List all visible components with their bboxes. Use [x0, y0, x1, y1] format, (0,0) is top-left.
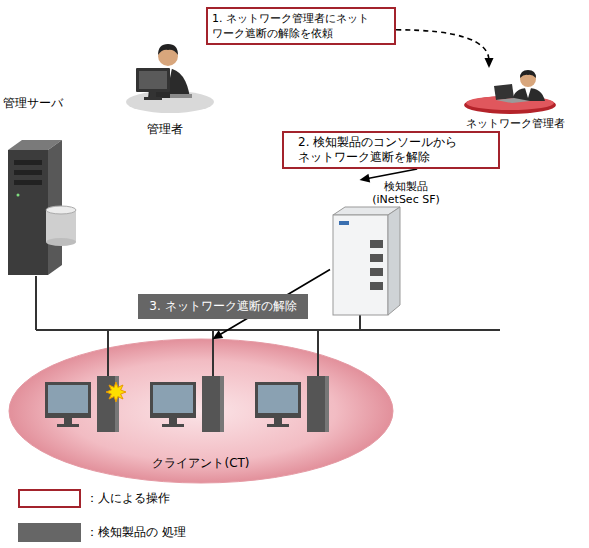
person-label: ネットワーク管理者 — [450, 117, 580, 130]
ellipse-shape — [9, 339, 393, 483]
server-node: 管理サーバ — [3, 96, 85, 280]
alert-burst — [106, 382, 126, 402]
legend-text: ：検知製品の 処理 — [86, 523, 186, 542]
person-node: 管理者 — [110, 38, 220, 136]
connector — [396, 30, 494, 68]
callout-text: 2. 検知製品のコンソールから ネットワーク遮断を解除 — [298, 135, 488, 165]
connector-line — [396, 30, 489, 61]
connector — [212, 269, 330, 339]
legend-sample — [18, 489, 81, 508]
person-node: ネットワーク管理者 — [450, 68, 580, 130]
callout-text: 1. ネットワーク管理者にネット ワーク遮断の解除を依頼 — [212, 11, 390, 41]
callout-box: 1. ネットワーク管理者にネット ワーク遮断の解除を依頼 — [206, 7, 396, 45]
person-label: 管理者 — [110, 122, 220, 136]
appliance-illustration — [333, 207, 400, 315]
callout-box: 2. 検知製品のコンソールから ネットワーク遮断を解除 — [282, 131, 500, 169]
administrator-illustration — [126, 44, 214, 113]
device-label: 検知製品 (iNetSec SF) — [364, 180, 448, 206]
server-illustration — [8, 140, 76, 275]
arrow-head — [485, 58, 494, 68]
process-box: 3. ネットワーク遮断の解除 — [138, 294, 308, 319]
connector-line — [218, 269, 330, 335]
arrow-head — [212, 330, 223, 339]
process-text: 3. ネットワーク遮断の解除 — [138, 294, 308, 319]
connector — [360, 169, 418, 183]
legend-swatch — [18, 523, 81, 542]
network-admin-illustration — [464, 70, 556, 114]
device-node: 検知製品 (iNetSec SF) — [330, 180, 448, 322]
group-label: クライアント(CT) — [8, 456, 394, 470]
server-label: 管理サーバ — [3, 96, 85, 110]
legend-text: ：人による操作 — [86, 489, 170, 508]
arrow-head — [360, 174, 371, 183]
connector-line — [366, 169, 417, 179]
